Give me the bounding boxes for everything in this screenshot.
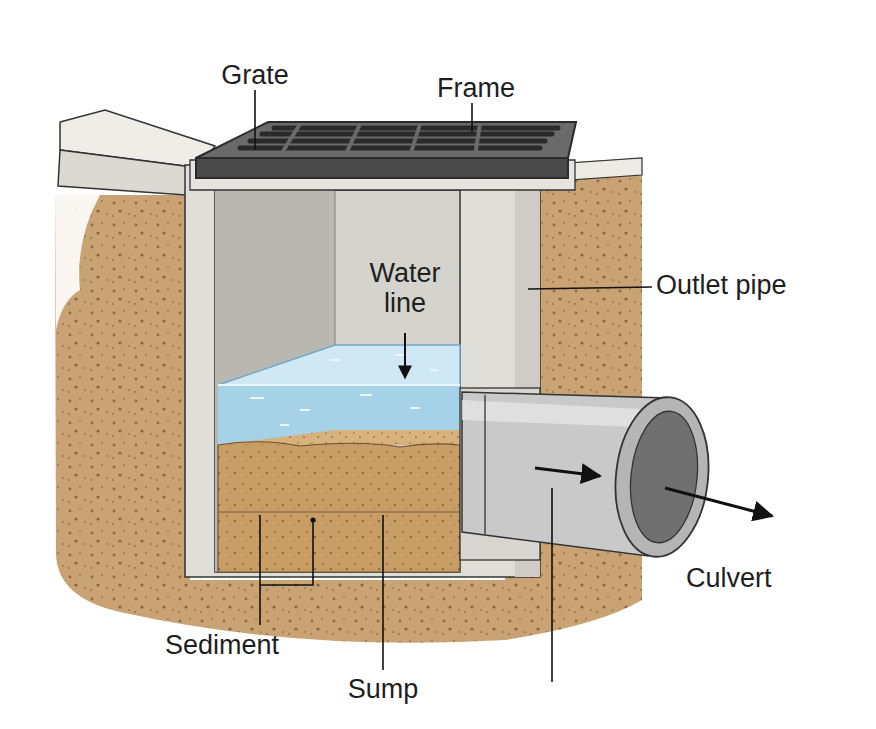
grate-bars	[280, 124, 480, 156]
grate-frame	[196, 158, 568, 178]
water-line-label: Water line	[350, 258, 460, 318]
sump-label: Sump	[348, 674, 419, 704]
frame-label: Frame	[437, 73, 515, 103]
pipe-opening	[624, 408, 703, 546]
soil-notch	[55, 195, 100, 330]
flow-arrow	[665, 488, 772, 516]
culvert-label: Culvert	[686, 563, 772, 593]
pipe-end	[608, 393, 716, 562]
sediment-label: Sediment	[165, 630, 279, 660]
slab-front	[58, 150, 200, 196]
sediment-layer	[218, 442, 460, 572]
outlet-pipe-label: Outlet pipe	[656, 270, 787, 300]
basin-cavity	[215, 190, 460, 572]
water-surface	[218, 345, 460, 385]
water-line-arrow	[404, 333, 406, 378]
leader-lines	[255, 90, 652, 682]
grate-label: Grate	[221, 60, 289, 90]
water-body	[218, 385, 460, 445]
grate	[196, 122, 576, 158]
flow-arrow	[535, 468, 600, 476]
